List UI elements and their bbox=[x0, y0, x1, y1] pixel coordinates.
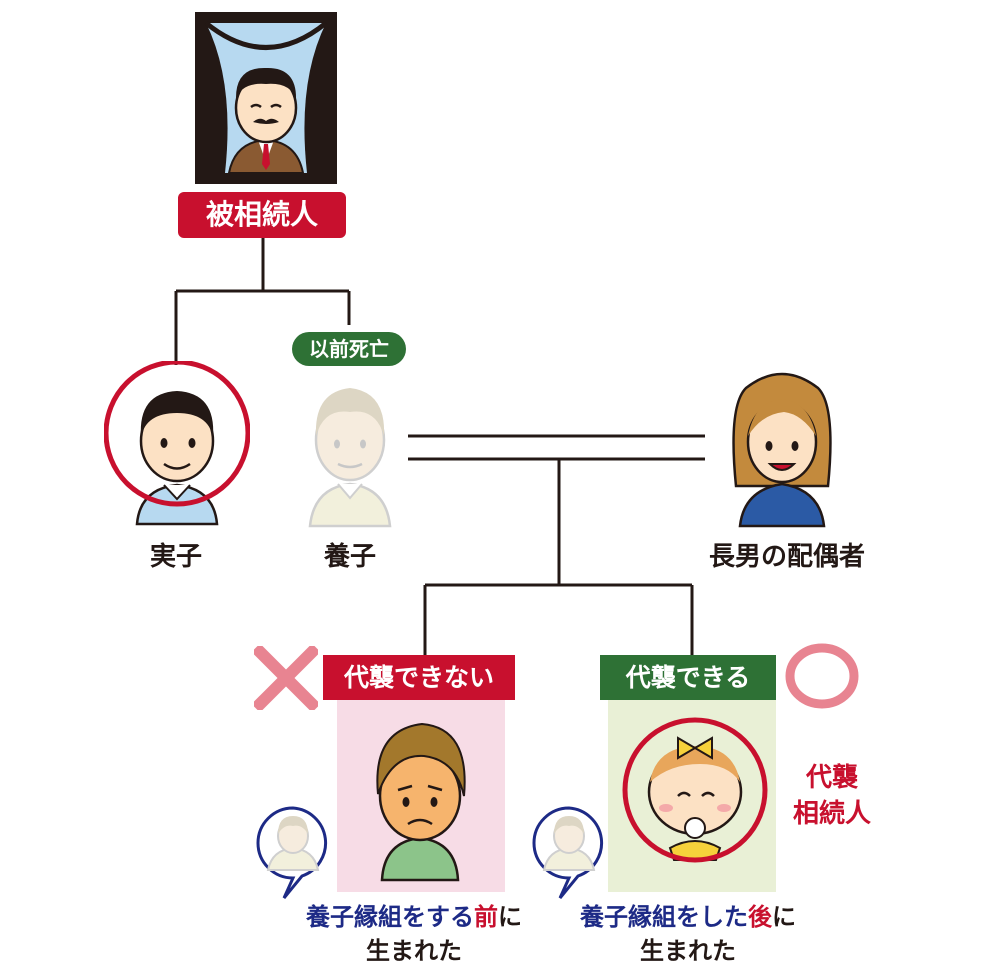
grandchild-after-adoption-avatar bbox=[622, 717, 768, 863]
deceased-label: 被相続人 bbox=[178, 192, 346, 238]
successor-label: 代襲 相続人 bbox=[786, 760, 878, 832]
right-caption-line-2: 生まれた bbox=[640, 937, 736, 965]
right-caption-part-1: 養子縁組をした bbox=[580, 903, 748, 931]
can-succeed-badge: 代襲できる bbox=[600, 655, 776, 700]
biological-child-avatar bbox=[104, 361, 250, 526]
adopted-child-avatar bbox=[308, 388, 392, 528]
left-caption-highlight: 前 bbox=[474, 903, 498, 931]
right-caption-highlight: 後 bbox=[748, 903, 772, 931]
cannot-succeed-badge: 代襲できない bbox=[323, 655, 515, 700]
deceased-earlier-badge: 以前死亡 bbox=[292, 332, 406, 366]
spouse-avatar bbox=[732, 372, 832, 528]
successor-label-line-2: 相続人 bbox=[792, 799, 871, 829]
right-case-caption: 養子縁組をした後に 生まれた bbox=[548, 900, 828, 968]
cross-mark-icon bbox=[254, 646, 318, 710]
right-thought-bubble-icon bbox=[532, 806, 604, 899]
left-caption-particle: に bbox=[498, 903, 522, 931]
successor-label-line-1: 代襲 bbox=[805, 763, 858, 793]
deceased-portrait bbox=[195, 12, 337, 184]
left-case-caption: 養子縁組をする前に 生まれた bbox=[274, 900, 554, 968]
left-caption-line-2: 生まれた bbox=[366, 937, 462, 965]
child-before-adoption-avatar bbox=[376, 722, 466, 882]
adopted-child-label: 養子 bbox=[323, 542, 376, 572]
left-caption-part-1: 養子縁組をする bbox=[306, 903, 474, 931]
right-caption-particle: に bbox=[772, 903, 796, 931]
spouse-label: 長男の配偶者 bbox=[708, 542, 865, 572]
left-thought-bubble-icon bbox=[256, 806, 328, 899]
biological-child-label: 実子 bbox=[149, 542, 202, 572]
circle-mark-icon bbox=[785, 643, 859, 709]
